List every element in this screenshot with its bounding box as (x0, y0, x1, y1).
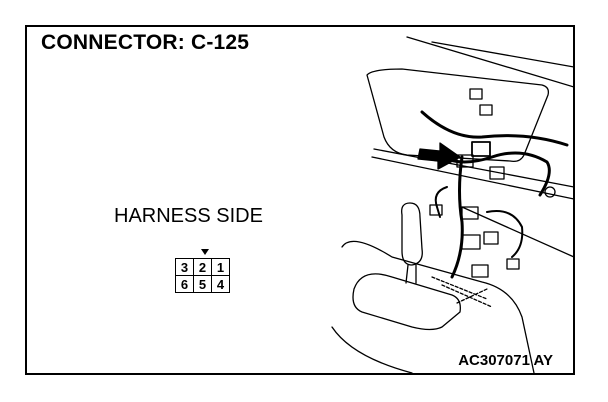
console-base (331, 326, 413, 373)
ground-point (544, 186, 556, 198)
connector-top-2 (479, 104, 493, 116)
dash-top-line (406, 36, 574, 88)
diagram-frame: CONNECTOR: C-125 HARNESS SIDE 3 2 1 6 5 … (25, 25, 575, 375)
connector-cluster-2 (489, 166, 505, 180)
connector-mid (461, 206, 479, 220)
harness-branch-lower (486, 210, 524, 258)
harness-branch-left (434, 186, 448, 218)
dash-panel (366, 68, 550, 163)
indicator-arrow-icon (417, 142, 461, 170)
harness-dashed (431, 276, 493, 308)
connector-top (469, 88, 483, 100)
pin-6: 6 (175, 275, 194, 293)
connector-left (429, 204, 443, 216)
shift-lever (405, 264, 417, 284)
harness-trunk-upper (420, 110, 569, 147)
harness-trunk-lower (450, 155, 464, 279)
pin-2: 2 (193, 258, 212, 276)
connector-mid-3 (483, 231, 499, 245)
harness-branch-right (440, 151, 551, 197)
pin-3: 3 (175, 258, 194, 276)
connector-cluster-1 (456, 154, 474, 168)
pin-5: 5 (193, 275, 212, 293)
connector-c125 (471, 141, 491, 157)
connector-lower (471, 264, 489, 278)
dash-lower-edge-2 (373, 148, 574, 188)
shift-knob (401, 202, 423, 266)
shift-gate (352, 273, 461, 331)
pin-1: 1 (211, 258, 230, 276)
console-right-edge (461, 206, 574, 258)
pin-4: 4 (211, 275, 230, 293)
connector-mid-2 (461, 234, 481, 250)
connector-pin-diagram: 3 2 1 6 5 4 (175, 258, 230, 293)
connector-title: CONNECTOR: C-125 (41, 31, 250, 54)
connector-key-marker (201, 249, 209, 255)
console-outline (341, 240, 535, 373)
harness-side-label: HARNESS SIDE (114, 205, 263, 227)
figure-code: AC307071 AY (458, 352, 553, 369)
harness-location-illustration (331, 36, 574, 373)
dash-top-line-2 (431, 41, 574, 68)
connector-lower-right (506, 258, 520, 270)
